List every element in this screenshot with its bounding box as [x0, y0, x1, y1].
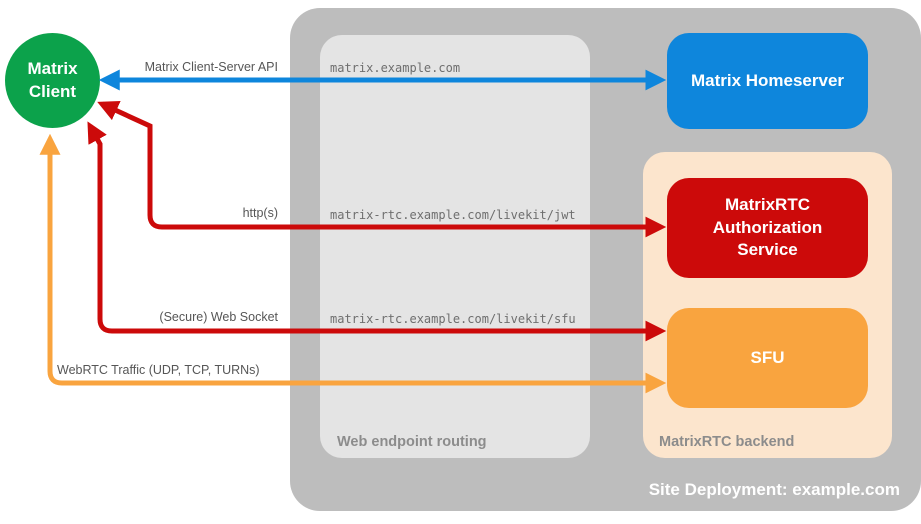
node-matrix-client: Matrix Client — [5, 33, 100, 128]
client-server-api-label: Matrix Client-Server API — [144, 60, 278, 74]
web-endpoint-routing-container — [320, 35, 590, 458]
webrtc-traffic-label: WebRTC Traffic (UDP, TCP, TURNs) — [57, 363, 260, 377]
node-sfu: SFU — [667, 308, 868, 408]
node-matrixrtc-authorization-service-label: MatrixRTC Authorization Service — [712, 195, 823, 260]
node-matrix-homeserver: Matrix Homeserver — [667, 33, 868, 129]
node-matrix-client-label: Matrix Client — [27, 58, 78, 101]
endpoint-matrix-example-com: matrix.example.com — [330, 61, 461, 75]
node-sfu-label: SFU — [750, 347, 785, 367]
node-matrix-homeserver-label: Matrix Homeserver — [690, 70, 845, 90]
endpoint-livekit-jwt: matrix-rtc.example.com/livekit/jwt — [330, 208, 576, 222]
site-deployment-label: Site Deployment: example.com — [648, 480, 900, 499]
web-endpoint-routing-label: Web endpoint routing — [337, 434, 487, 450]
endpoint-livekit-sfu: matrix-rtc.example.com/livekit/sfu — [330, 312, 576, 326]
node-matrixrtc-authorization-service: MatrixRTC Authorization Service — [667, 178, 868, 278]
matrixrtc-backend-label: MatrixRTC backend — [659, 434, 795, 450]
web-socket-label: (Secure) Web Socket — [159, 310, 278, 324]
https-label: http(s) — [242, 206, 278, 220]
